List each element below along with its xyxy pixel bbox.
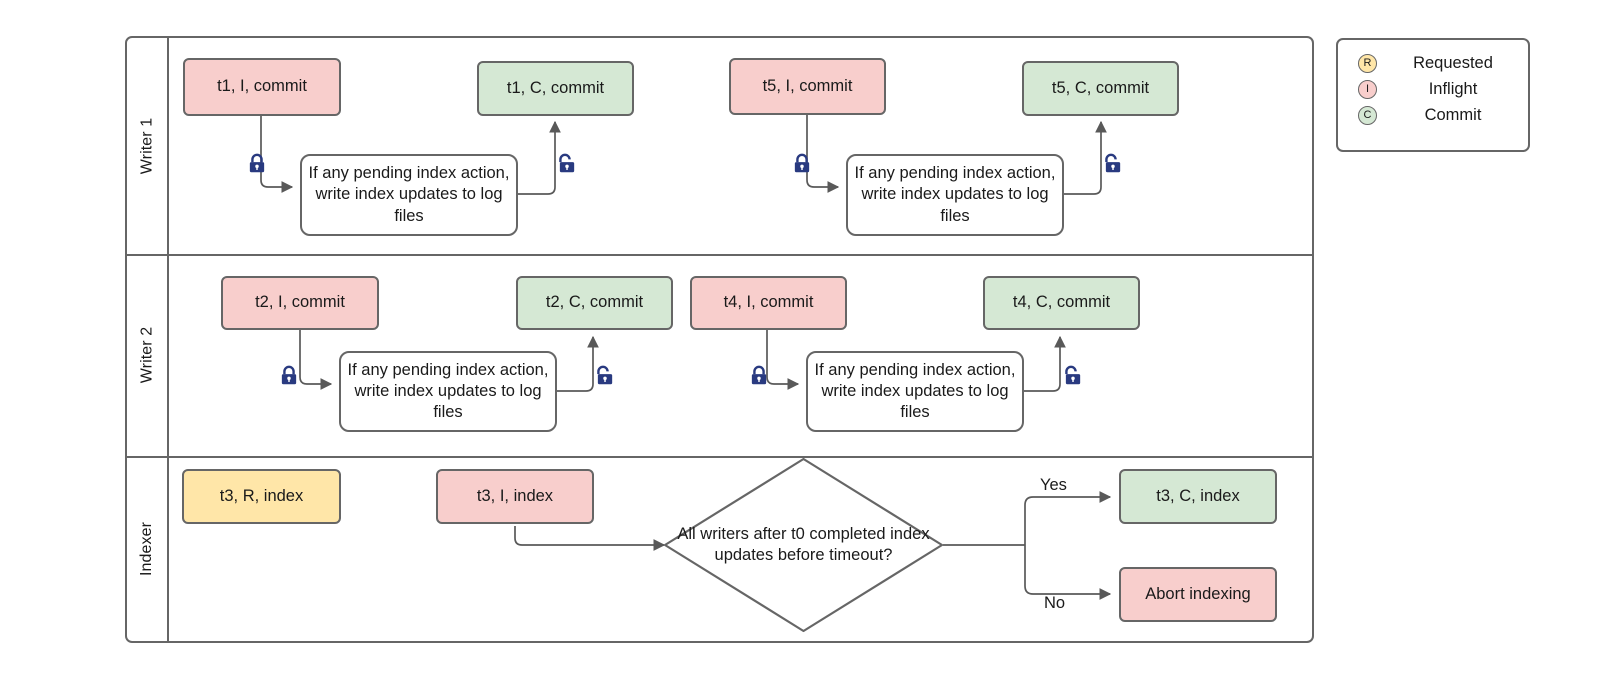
node-ix-abort[interactable]: Abort indexing bbox=[1119, 567, 1277, 622]
lane-label-indexer: Indexer bbox=[138, 521, 156, 576]
legend-item-commit: C Commit bbox=[1338, 102, 1528, 128]
lock-open-icon bbox=[1100, 153, 1122, 175]
node-w1-t5-inflight[interactable]: t5, I, commit bbox=[729, 58, 886, 115]
lane-label-writer1: Writer 1 bbox=[138, 117, 156, 175]
node-w2-t2-inflight[interactable]: t2, I, commit bbox=[221, 276, 379, 330]
node-w2-t2-commit[interactable]: t2, C, commit bbox=[516, 276, 673, 330]
lock-closed-icon bbox=[278, 365, 300, 387]
node-w2-t4-inflight[interactable]: t4, I, commit bbox=[690, 276, 847, 330]
lock-open-icon bbox=[1060, 365, 1082, 387]
node-ix-t3-commit[interactable]: t3, C, index bbox=[1119, 469, 1277, 524]
node-w1-note-2[interactable]: If any pending index action, write index… bbox=[846, 154, 1064, 236]
lane-header-writer1: Writer 1 bbox=[127, 38, 169, 254]
edge-label-no: No bbox=[1044, 594, 1066, 612]
lock-open-icon bbox=[592, 365, 614, 387]
legend-label-commit: Commit bbox=[1424, 105, 1482, 124]
legend-label-requested: Requested bbox=[1413, 53, 1493, 72]
node-ix-t3-requested[interactable]: t3, R, index bbox=[182, 469, 341, 524]
lock-closed-icon bbox=[791, 153, 813, 175]
lane-header-indexer: Indexer bbox=[127, 456, 169, 641]
node-w1-t1-inflight[interactable]: t1, I, commit bbox=[183, 58, 341, 116]
lane-label-writer2: Writer 2 bbox=[138, 326, 156, 384]
lock-open-icon bbox=[554, 153, 576, 175]
lane-divider-2 bbox=[127, 456, 1312, 458]
legend-chip-requested-icon: R bbox=[1358, 53, 1377, 73]
node-ix-t3-inflight[interactable]: t3, I, index bbox=[436, 469, 594, 524]
legend-chip-inflight-icon: I bbox=[1358, 79, 1377, 99]
lane-header-writer2: Writer 2 bbox=[127, 254, 169, 456]
node-w1-t5-commit[interactable]: t5, C, commit bbox=[1022, 61, 1179, 116]
legend-label-inflight: Inflight bbox=[1428, 79, 1478, 98]
node-ix-decision[interactable]: All writers after t0 completed index upd… bbox=[663, 457, 944, 633]
edge-label-yes: Yes bbox=[1040, 476, 1067, 494]
legend-item-requested: R Requested bbox=[1338, 50, 1528, 76]
legend-item-inflight: I Inflight bbox=[1338, 76, 1528, 102]
node-w1-note-1[interactable]: If any pending index action, write index… bbox=[300, 154, 518, 236]
lock-closed-icon bbox=[748, 365, 770, 387]
legend-chip-commit-icon: C bbox=[1358, 105, 1377, 125]
node-w2-note-2[interactable]: If any pending index action, write index… bbox=[806, 351, 1024, 432]
lane-divider-1 bbox=[127, 254, 1312, 256]
legend-panel: R Requested I Inflight C Commit bbox=[1336, 38, 1530, 152]
lock-closed-icon bbox=[246, 153, 268, 175]
node-w1-t1-commit[interactable]: t1, C, commit bbox=[477, 61, 634, 116]
node-w2-t4-commit[interactable]: t4, C, commit bbox=[983, 276, 1140, 330]
node-w2-note-1[interactable]: If any pending index action, write index… bbox=[339, 351, 557, 432]
